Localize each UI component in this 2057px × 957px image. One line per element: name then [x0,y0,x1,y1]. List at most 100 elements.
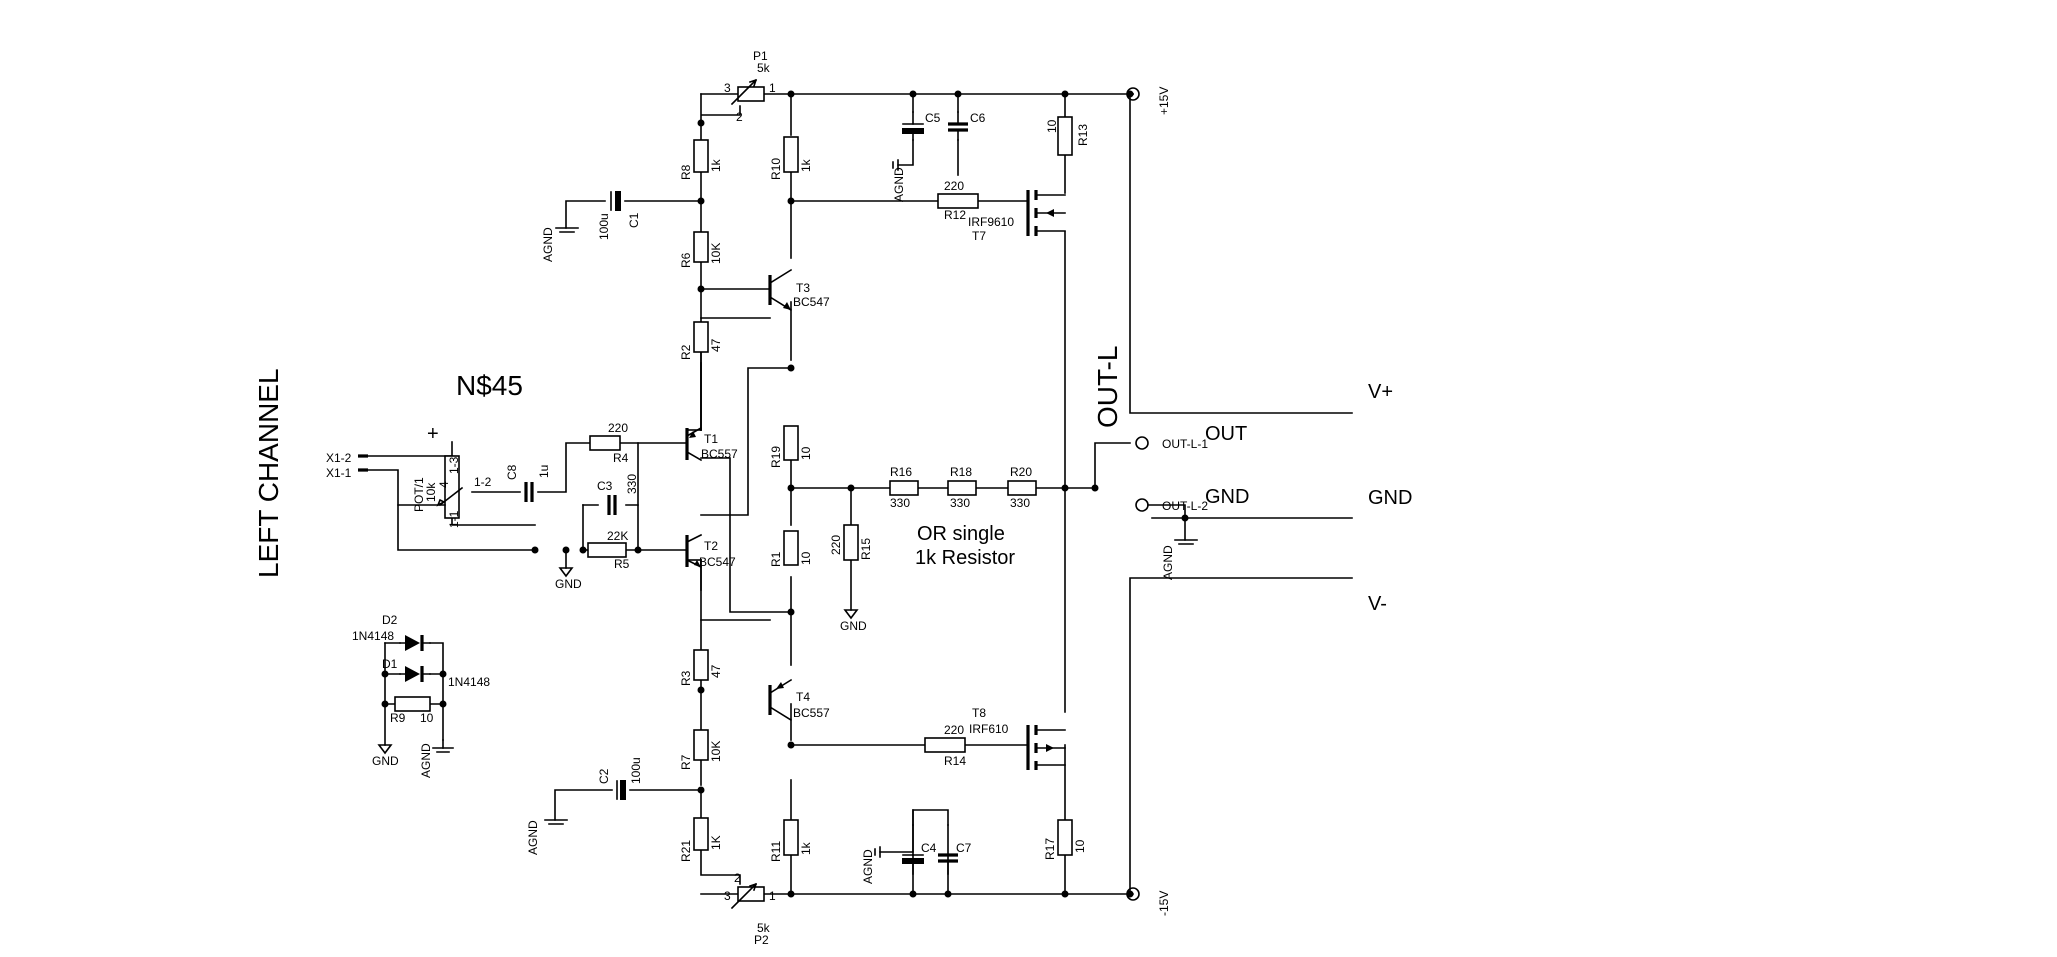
r13-value: 10 [1045,119,1059,133]
r8-name: R8 [679,164,693,180]
r14-body [924,737,966,753]
r15-value: 220 [829,535,843,555]
gnd-r15: GND [840,619,867,633]
r14-name: R14 [944,754,966,768]
potentiometer-wipers [397,78,758,910]
r12-value: 220 [944,179,964,193]
r20-name: R20 [1010,465,1032,479]
connector-pads [358,87,1149,901]
r3-body [693,649,709,681]
pot1-pin-b: 1-2 [474,475,492,489]
p1-value: 5k [757,61,771,75]
r17-name: R17 [1043,838,1057,860]
r18-name: R18 [950,465,972,479]
terminal-out-l2: OUT-L-2 [1162,499,1208,513]
r10-value: 1k [799,158,813,172]
c5-name: C5 [925,111,941,125]
r5-body [587,542,627,558]
terminal-out: OUT [1205,423,1247,445]
pot1-pin-a: 1-3 [447,456,461,474]
t8-name: T8 [972,706,986,720]
out-l-heading: OUT-L [1092,346,1123,428]
r11-body [783,819,799,856]
r13-body [1057,116,1073,156]
agnd-c4: AGND [861,849,875,884]
p2-name: P2 [754,933,769,947]
r19-body [783,425,799,461]
t7-value: IRF9610 [968,215,1014,229]
p2-pin3: 3 [724,889,731,903]
r17-body [1057,819,1073,856]
r8-body [693,139,709,173]
terminal-x1-1: X1-1 [326,466,352,480]
agnd-c1: AGND [541,227,555,262]
t3-value: BC547 [793,295,830,309]
c3-name: C3 [597,479,613,493]
r8-value: 1k [709,158,723,172]
agnd-d: AGND [419,743,433,778]
r3-value: 47 [709,664,723,678]
c1-name: C1 [627,212,641,228]
t1-name: T1 [704,432,718,446]
gnd-d: GND [372,754,399,768]
p2-pin1: 1 [769,889,776,903]
junction-dots [381,90,1189,898]
pot1-name: POT/1 [412,477,426,512]
capacitors [524,111,968,875]
transistors [685,190,1066,770]
r6-body [693,231,709,263]
r2-value: 47 [709,338,723,352]
t7-name: T7 [972,229,986,243]
r5-name: R5 [614,557,630,571]
labels: LEFT CHANNEL N$45 OUT-L + OR single 1k R… [253,49,1412,947]
p2-value: 5k [757,921,771,935]
channel-heading: LEFT CHANNEL [253,368,284,578]
terminal-x1-2: X1-2 [326,451,352,465]
resistor-bodies [394,86,1073,902]
r20-value: 330 [1010,496,1030,510]
t3-name: T3 [796,281,810,295]
supply-neg: -15V [1157,891,1171,916]
gnd-r5: GND [555,577,582,591]
c8-value: 1u [537,465,551,478]
r15-body [843,524,859,561]
net-label: N$45 [456,370,523,401]
t8-value: IRF610 [969,722,1009,736]
terminal-vplus: V+ [1368,381,1393,403]
terminal-gnd: GND [1368,487,1412,509]
pot1-body [444,455,460,519]
terminal-gnd-short: GND [1205,486,1249,508]
r17-value: 10 [1073,839,1087,853]
r7-name: R7 [679,754,693,770]
pot1-pin-n: 4 [437,481,451,488]
p2-body [737,886,765,902]
r16-body [889,480,919,496]
r10-name: R10 [769,158,783,180]
r6-value: 10K [709,243,723,264]
r11-name: R11 [769,841,783,862]
terminal-vminus: V- [1368,593,1387,615]
p1-name: P1 [753,49,768,63]
wires [364,93,1353,895]
r15-name: R15 [859,538,873,560]
r9-name: R9 [390,711,406,725]
r19-value: 10 [799,446,813,460]
r12-body [937,193,979,209]
r1-value: 10 [799,551,813,565]
t2-value: BC547 [699,555,736,569]
p1-pin2: 2 [736,110,743,124]
r18-value: 330 [950,496,970,510]
t2-name: T2 [704,539,718,553]
ground-symbols [377,159,1198,858]
c6-name: C6 [970,111,986,125]
d2-name: D2 [382,613,398,627]
r4-body [589,435,621,451]
p1-pin3: 3 [724,81,731,95]
c1-value: 100u [597,213,611,240]
p1-pin1: 1 [769,81,776,95]
c2-name: C2 [597,768,611,784]
r10-body [783,136,799,173]
pot1-pin-c: 1-1 [447,510,461,528]
r1-name: R1 [769,551,783,567]
